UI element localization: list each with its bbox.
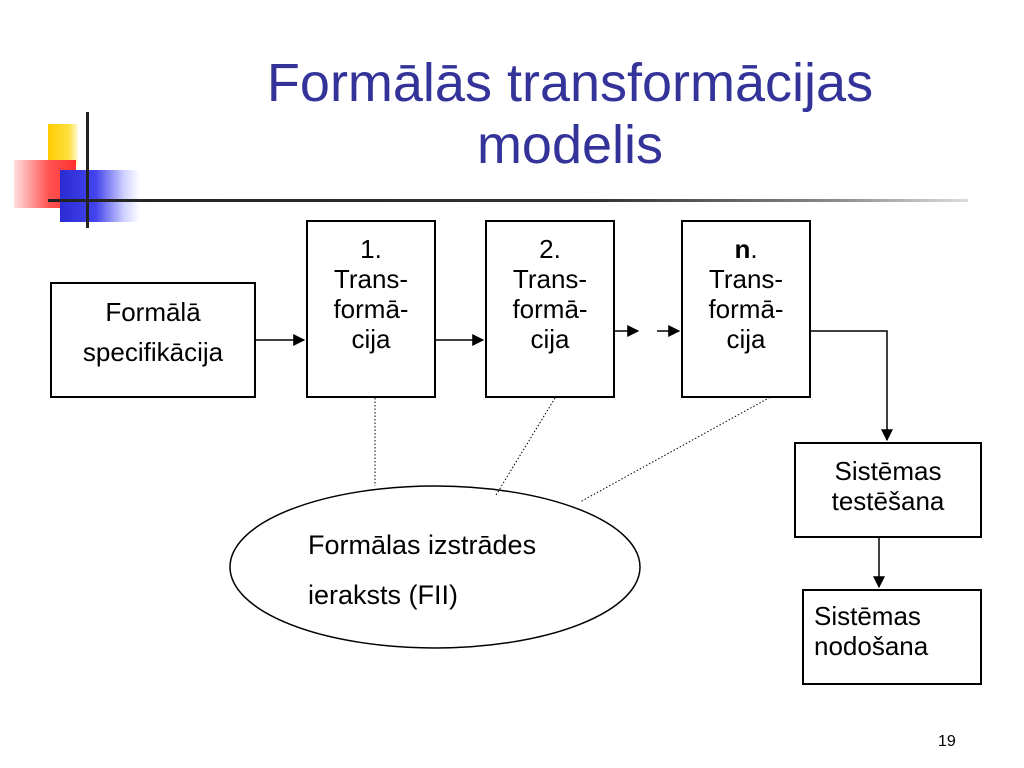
fii-label: Formālas izstrādes ieraksts (FII) xyxy=(308,520,608,620)
box-transformation-2: 2. Trans- formā- cija xyxy=(485,220,615,398)
slide-title-line-2: modelis xyxy=(476,115,664,175)
slide-title: Formālās transformācijas modelis xyxy=(175,52,965,176)
tn-line-1: Trans- xyxy=(708,264,784,294)
test-line-2: testēšana xyxy=(831,486,945,516)
spec-line-2: specifikācija xyxy=(82,337,224,367)
t2-number: 2. xyxy=(539,234,561,264)
dotted-link-tn-fii xyxy=(579,393,777,503)
box-system-delivery: Sistēmas nodošana xyxy=(802,589,982,685)
test-line-1: Sistēmas xyxy=(834,456,942,486)
spec-line-1: Formālā xyxy=(105,297,201,327)
arrow-tn-to-test xyxy=(811,330,893,442)
box-system-testing: Sistēmas testēšana xyxy=(794,442,982,538)
tn-line-3: cija xyxy=(726,324,766,354)
fii-line-1: Formālas izstrādes xyxy=(308,530,537,560)
box-formal-specification: Formālā specifikācija xyxy=(50,282,256,398)
fii-ellipse xyxy=(229,485,641,649)
title-underline xyxy=(48,199,968,202)
decor-vertical-line xyxy=(86,112,89,228)
fii-line-2: ieraksts (FII) xyxy=(308,580,459,610)
box-transformation-n: n. Trans- formā- cija xyxy=(681,220,811,398)
tn-line-2: formā- xyxy=(708,294,784,324)
t2-line-1: Trans- xyxy=(512,264,588,294)
box-transformation-1: 1. Trans- formā- cija xyxy=(306,220,436,398)
t1-number: 1. xyxy=(360,234,382,264)
page-number: 19 xyxy=(938,733,956,750)
t2-line-2: formā- xyxy=(512,294,588,324)
dotted-link-t2-fii xyxy=(495,397,556,496)
delivery-line-1: Sistēmas xyxy=(814,601,921,631)
t2-line-3: cija xyxy=(530,324,570,354)
t1-line-3: cija xyxy=(351,324,391,354)
t1-line-2: formā- xyxy=(333,294,409,324)
decor-yellow-square xyxy=(48,124,78,166)
tn-number: n. xyxy=(683,234,809,264)
tn-number-bold: n xyxy=(734,234,751,264)
decor-blue-square xyxy=(60,170,140,222)
tn-number-suffix: . xyxy=(750,234,758,264)
delivery-line-2: nodošana xyxy=(814,631,929,661)
t1-line-1: Trans- xyxy=(333,264,409,294)
slide-title-line-1: Formālās transformācijas xyxy=(266,53,874,113)
